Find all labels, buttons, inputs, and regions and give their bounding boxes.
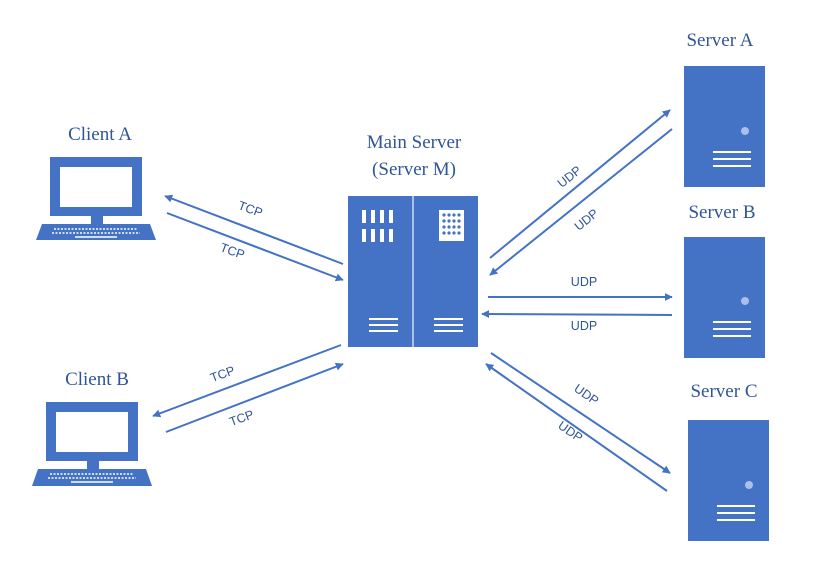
server-c-label: Server C — [690, 381, 757, 402]
server-b-node: Server B — [684, 202, 765, 358]
edge-label: UDP — [571, 381, 601, 408]
edge-label: TCP — [208, 363, 236, 385]
laptop-icon — [36, 157, 156, 240]
client-b-node: Client B — [32, 369, 152, 486]
edge-client-b-to-main: TCP — [165, 362, 344, 433]
edge-server-a-to-main: UDP — [489, 128, 673, 276]
client-a-node: Client A — [36, 124, 156, 240]
main-server-node: Main Server (Server M) — [348, 132, 478, 347]
server-tower-icon — [688, 420, 769, 541]
edge-label: UDP — [555, 418, 585, 445]
edge-main-to-server-a: UDP — [489, 109, 671, 259]
edge-server-b-to-main: UDP — [481, 310, 673, 333]
server-a-node: Server A — [684, 30, 765, 187]
server-tower-icon — [684, 237, 765, 358]
edge-main-to-server-c: UDP — [490, 352, 671, 474]
client-a-label: Client A — [68, 124, 132, 145]
edge-label: UDP — [555, 163, 584, 190]
edge-label: UDP — [571, 319, 597, 333]
edge-server-c-to-main: UDP — [485, 363, 668, 492]
edge-label: TCP — [227, 407, 255, 429]
main-server-sublabel: (Server M) — [372, 159, 456, 180]
edge-main-to-client-b: TCP — [152, 344, 342, 418]
server-b-label: Server B — [688, 202, 755, 223]
edge-label: TCP — [218, 240, 246, 262]
server-c-node: Server C — [688, 381, 769, 541]
edge-main-to-client-a: TCP — [164, 194, 344, 265]
edge-label: TCP — [236, 198, 264, 220]
server-a-label: Server A — [686, 30, 753, 51]
edge-client-a-to-main: TCP — [166, 212, 344, 282]
client-b-label: Client B — [65, 369, 129, 390]
laptop-icon — [32, 402, 152, 486]
edge-label: UDP — [571, 275, 597, 289]
main-server-label: Main Server — [367, 132, 462, 153]
server-rack-icon — [348, 196, 478, 347]
edge-label: UDP — [572, 206, 601, 233]
server-tower-icon — [684, 66, 765, 187]
edge-main-to-server-b: UDP — [488, 275, 673, 301]
